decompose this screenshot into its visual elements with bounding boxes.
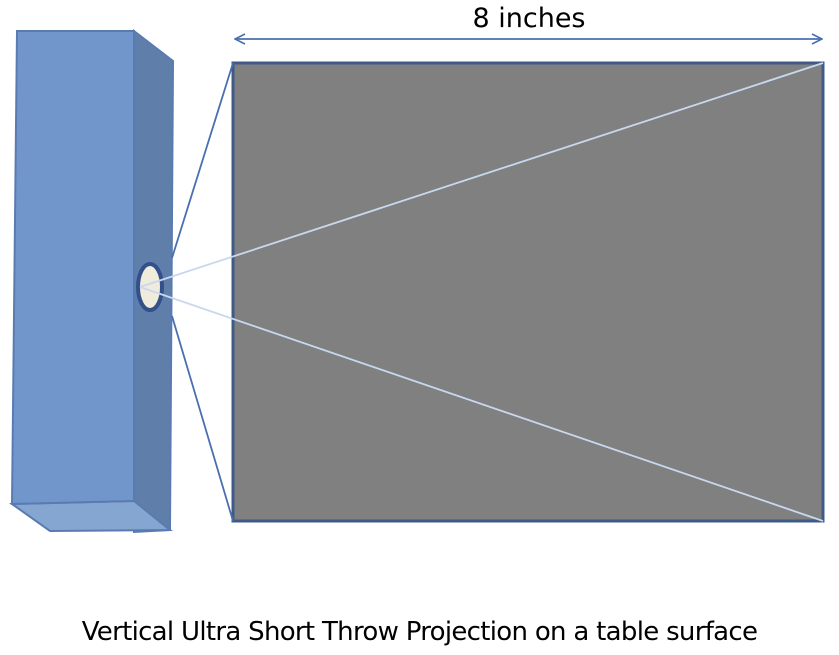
projection-screen — [231, 61, 825, 523]
dimension-label: 8 inches — [472, 3, 585, 34]
outer-beam-top — [171, 62, 234, 259]
lens — [136, 262, 164, 312]
light-ray-top — [139, 62, 824, 288]
outer-beam-lines — [171, 62, 234, 522]
projector-front-face — [10, 30, 135, 506]
light-rays — [139, 62, 824, 522]
light-ray-bottom — [139, 286, 824, 522]
caption: Vertical Ultra Short Throw Projection on… — [81, 617, 758, 647]
projector — [8, 28, 175, 534]
outer-beam-bottom — [171, 315, 234, 522]
